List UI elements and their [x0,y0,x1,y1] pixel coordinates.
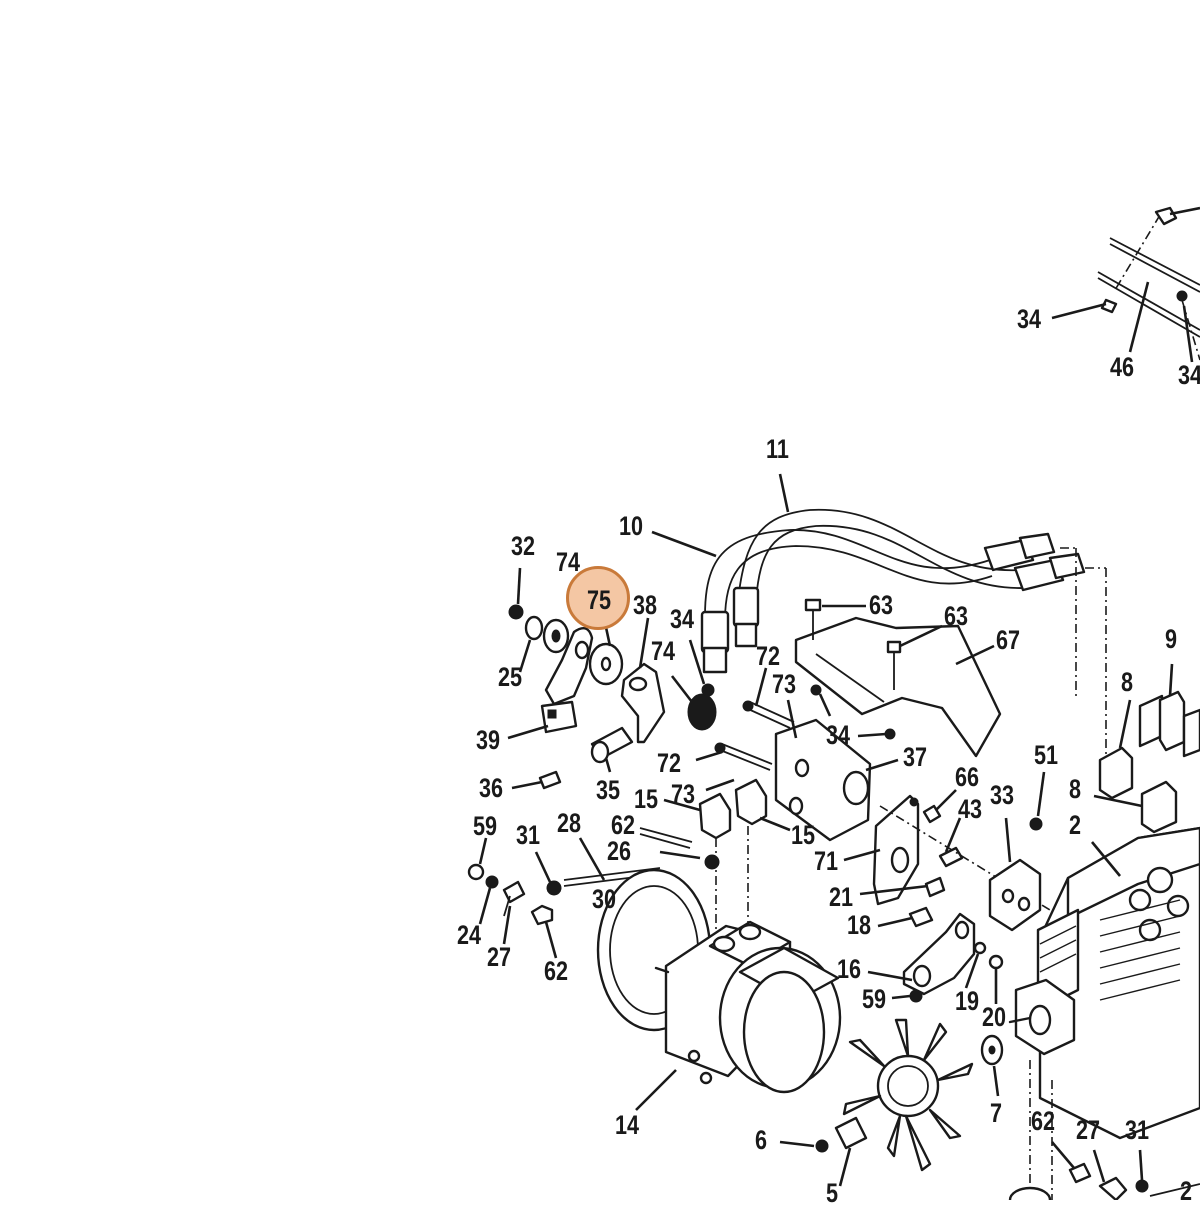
callout-5[interactable]: 5 [826,1178,839,1208]
callout-31[interactable]: 31 [1125,1115,1150,1145]
callout-26[interactable]: 26 [607,836,632,866]
pump-2 [1008,826,1200,1200]
callout-73[interactable]: 73 [772,669,797,699]
left-lower-hardware [467,827,720,959]
callout-6[interactable]: 6 [755,1125,768,1155]
callout-15[interactable]: 15 [791,820,816,850]
callout-25[interactable]: 25 [498,662,523,692]
left-hardware-stack [507,567,624,740]
callout-27[interactable]: 27 [487,942,512,972]
callout-8[interactable]: 8 [1069,774,1082,804]
callout-38[interactable]: 38 [633,590,658,620]
callout-73[interactable]: 73 [671,779,696,809]
callout-74[interactable]: 74 [556,547,581,577]
callout-32[interactable]: 32 [511,531,536,561]
callout-71[interactable]: 71 [814,846,839,876]
callout-24[interactable]: 24 [457,920,482,950]
callout-27[interactable]: 27 [1076,1115,1101,1145]
callout-63[interactable]: 63 [869,590,894,620]
fitting-35 [511,726,634,790]
callout-62[interactable]: 62 [611,810,636,840]
plate-37 [695,667,899,842]
callout-63[interactable]: 63 [944,601,969,631]
callout-35[interactable]: 35 [596,775,621,805]
callout-34[interactable]: 34 [670,604,695,634]
callout-8[interactable]: 8 [1121,667,1134,697]
callout-51[interactable]: 51 [1034,740,1059,770]
callout-15[interactable]: 15 [634,784,659,814]
callout-62[interactable]: 62 [544,956,569,986]
callout-11[interactable]: 11 [766,434,789,464]
fittings-15 [663,778,791,1000]
callout-43[interactable]: 43 [958,794,983,824]
callout-34[interactable]: 34 [1017,304,1042,334]
highlighted-callout-ring[interactable] [566,566,630,630]
callout-2[interactable]: 2 [1069,810,1082,840]
callout-75-highlighted[interactable]: 75 [587,585,612,615]
callout-36[interactable]: 36 [479,773,504,803]
callout-33[interactable]: 33 [990,780,1015,810]
callout-7[interactable]: 7 [990,1098,1003,1128]
callout-72[interactable]: 72 [756,641,781,671]
motor-14 [596,868,842,1111]
callout-46[interactable]: 46 [1110,352,1135,382]
cover-67 [794,598,1002,758]
bracket-71 [843,794,920,906]
bracket-16 [859,876,1004,1004]
callout-20[interactable]: 20 [982,1002,1007,1032]
callout-66[interactable]: 66 [955,762,980,792]
callout-34[interactable]: 34 [826,720,851,750]
bracket-38 [620,617,717,744]
callout-39[interactable]: 39 [476,725,501,755]
callout-14[interactable]: 14 [615,1110,640,1140]
callout-18[interactable]: 18 [847,910,872,940]
callout-72[interactable]: 72 [657,748,682,778]
callout-67[interactable]: 67 [996,625,1021,655]
hydraulic-hoses [651,473,1107,790]
callout-31[interactable]: 31 [516,820,541,850]
callout-62[interactable]: 62 [1031,1106,1056,1136]
callout-59[interactable]: 59 [862,984,887,1014]
callout-37[interactable]: 37 [903,742,928,772]
block-33 [988,771,1046,932]
callout-74[interactable]: 74 [651,636,676,666]
top-right-bracket [1051,206,1200,363]
bottom-right-hardware [1008,1141,1200,1200]
callout-19[interactable]: 19 [955,986,980,1016]
callout-9[interactable]: 9 [1165,624,1178,654]
fan-5 [834,1018,974,1187]
callout-34[interactable]: 34 [1178,360,1200,390]
callout-2[interactable]: 2 [1180,1176,1193,1206]
parts-7-6 [779,1034,1004,1153]
callout-21[interactable]: 21 [829,882,854,912]
fittings-8-9 [1093,663,1200,834]
callout-30[interactable]: 30 [592,884,617,914]
callout-10[interactable]: 10 [619,511,644,541]
callout-16[interactable]: 16 [837,954,862,984]
callout-59[interactable]: 59 [473,811,498,841]
callout-28[interactable]: 28 [557,808,582,838]
